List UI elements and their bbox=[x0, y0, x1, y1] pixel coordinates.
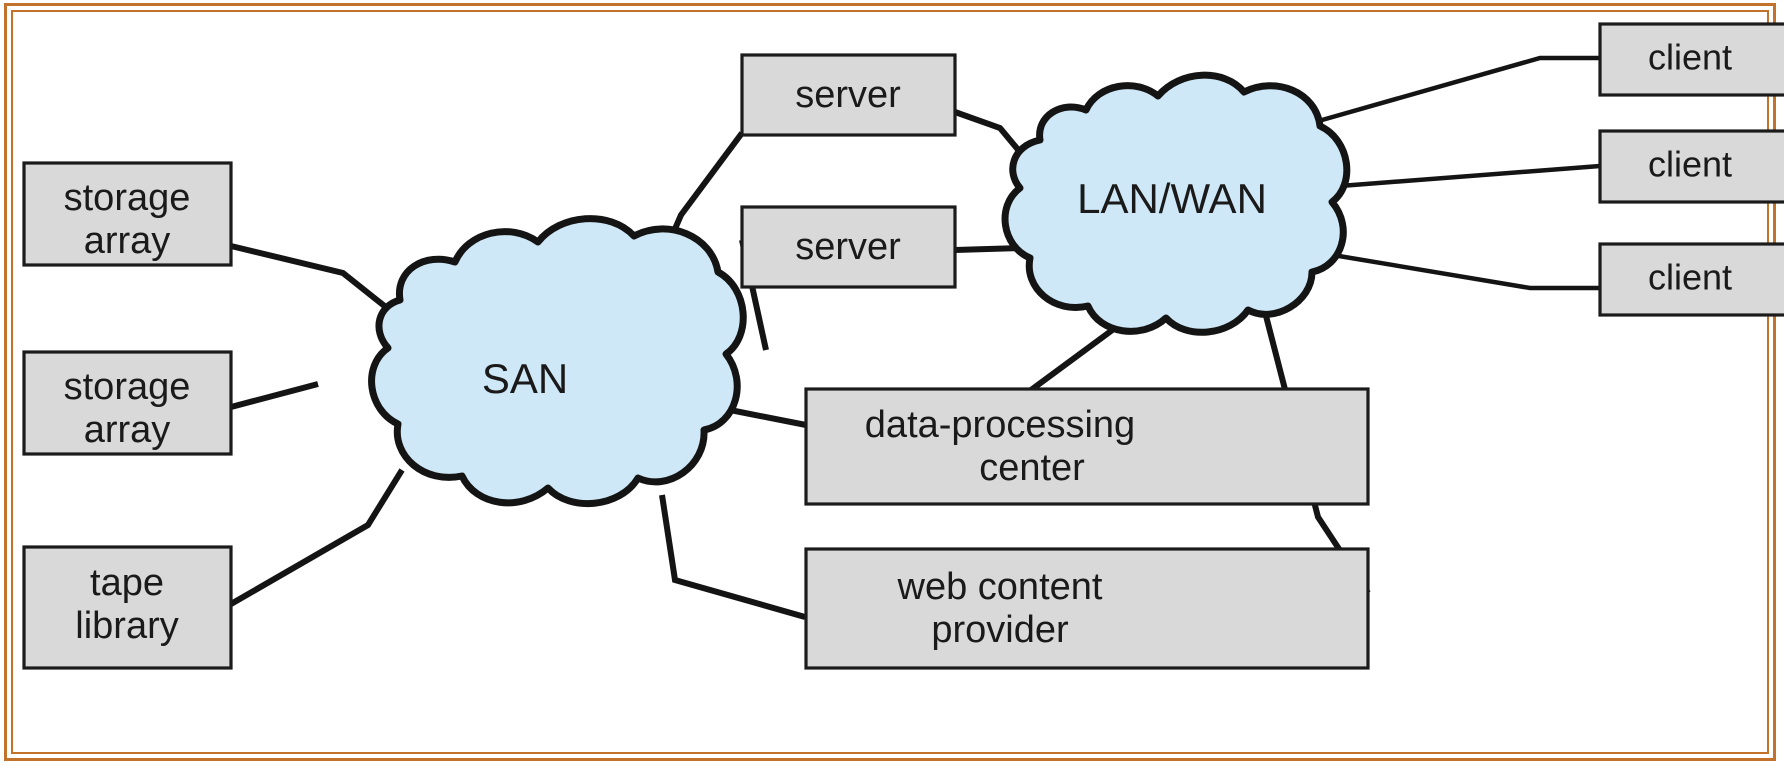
cloud-lanwan[interactable]: LAN/WAN bbox=[1001, 71, 1351, 336]
lanwan-cloud-shape bbox=[1001, 71, 1351, 336]
link-san-to-web-content-provider bbox=[659, 494, 806, 620]
cloud-san[interactable]: SAN bbox=[368, 215, 747, 508]
storage-array-2-label-line2: array bbox=[84, 409, 171, 451]
server-1-box bbox=[740, 53, 957, 137]
server-1-label: server bbox=[795, 74, 901, 116]
link-storage-array-2-to-san bbox=[230, 381, 319, 410]
figure-frame-inner bbox=[11, 10, 1769, 754]
client-1-label: client bbox=[1648, 37, 1732, 78]
data-processing-center-label-line1: data-processing bbox=[865, 404, 1135, 446]
tape-library-box bbox=[22, 545, 233, 670]
figure-frame-outer bbox=[4, 3, 1776, 761]
node-client-2[interactable]: client bbox=[1598, 129, 1784, 204]
server-2-box bbox=[740, 205, 957, 289]
client-2-label: client bbox=[1648, 144, 1732, 185]
web-content-provider-box bbox=[804, 547, 1370, 670]
tape-library-label-line1: tape bbox=[90, 562, 164, 604]
data-processing-center-label-line2: center bbox=[979, 447, 1085, 489]
node-data-processing-center[interactable]: data-processing center bbox=[804, 387, 1370, 506]
client-3-label: client bbox=[1648, 257, 1732, 298]
node-client-1[interactable]: client bbox=[1598, 22, 1784, 97]
web-content-provider-label-line2: provider bbox=[931, 609, 1069, 651]
node-web-content-provider[interactable]: web content provider bbox=[804, 547, 1370, 670]
tape-library-label-line2: library bbox=[75, 605, 178, 647]
node-client-3[interactable]: client bbox=[1598, 242, 1784, 317]
storage-array-2-label-line1: storage bbox=[64, 366, 191, 408]
node-server-1[interactable]: server bbox=[740, 53, 957, 137]
web-content-provider-label-line1: web content bbox=[897, 566, 1103, 608]
link-lanwan-to-client-1 bbox=[1321, 55, 1600, 123]
node-storage-array-1[interactable]: storage array bbox=[22, 161, 233, 267]
link-san-to-data-processing-center bbox=[729, 407, 807, 428]
link-lanwan-to-client-3 bbox=[1332, 252, 1600, 291]
client-1-box bbox=[1598, 22, 1784, 97]
link-lanwan-to-client-2 bbox=[1339, 163, 1601, 189]
node-tape-library[interactable]: tape library bbox=[22, 545, 233, 670]
san-cloud-label: SAN bbox=[482, 355, 568, 402]
storage-array-1-label-line2: array bbox=[84, 220, 171, 262]
client-2-box bbox=[1598, 129, 1784, 204]
link-storage-array-1-to-san bbox=[230, 243, 394, 315]
client-3-box bbox=[1598, 242, 1784, 317]
storage-array-2-box bbox=[22, 350, 233, 456]
node-storage-array-2[interactable]: storage array bbox=[22, 350, 233, 456]
link-tape-library-to-san bbox=[229, 468, 405, 607]
san-cloud-shape bbox=[368, 215, 747, 508]
data-processing-center-box bbox=[804, 387, 1370, 506]
node-server-2[interactable]: server bbox=[740, 205, 957, 289]
storage-array-1-box bbox=[22, 161, 233, 267]
server-2-label: server bbox=[795, 226, 901, 268]
storage-array-1-label-line1: storage bbox=[64, 177, 191, 219]
lanwan-cloud-label: LAN/WAN bbox=[1077, 175, 1267, 222]
